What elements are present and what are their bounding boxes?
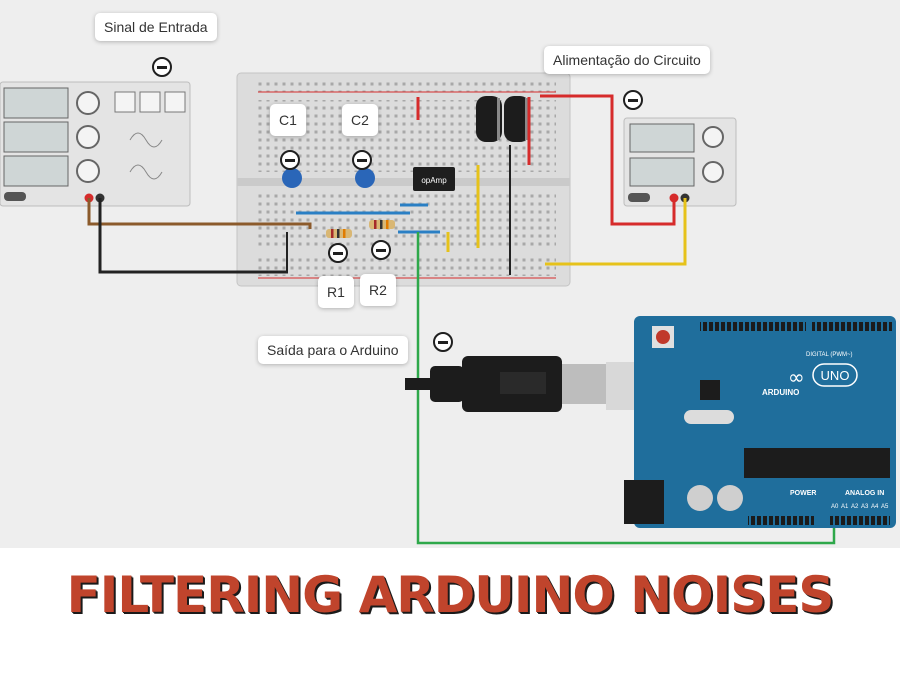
- electrolytic-capacitors[interactable]: [476, 96, 530, 142]
- signal-wire[interactable]: [87, 198, 312, 229]
- digital-header-label: DIGITAL (PWM~): [806, 352, 853, 358]
- circuit-diagram: opAmp: [0, 72, 896, 545]
- callout-input-signal: Sinal de Entrada: [95, 13, 217, 41]
- resistor-r2[interactable]: [369, 220, 395, 229]
- analog-pin-a0: A0: [831, 504, 839, 510]
- analog-pin-a3: A3: [861, 504, 869, 510]
- c1-probe-icon[interactable]: [280, 150, 300, 170]
- arduino-model: UNO: [821, 368, 850, 383]
- arduino-board[interactable]: ∞ DIGITAL (PWM~) ARDUINO UNO POWER ANALO…: [624, 316, 896, 528]
- svg-text:∞: ∞: [788, 365, 805, 389]
- power-header-label: POWER: [790, 490, 816, 497]
- resistor-r1[interactable]: [326, 229, 352, 238]
- breadboard-jumpers: [286, 97, 531, 275]
- r2-probe-icon[interactable]: [371, 240, 391, 260]
- c2-probe-icon[interactable]: [352, 150, 372, 170]
- callout-c2: C2: [342, 104, 378, 136]
- callout-c1: C1: [270, 104, 306, 136]
- input-signal-probe-icon[interactable]: [152, 57, 172, 77]
- capacitor-c2[interactable]: [355, 168, 375, 188]
- callout-power-supply: Alimentação do Circuito: [544, 46, 710, 74]
- headline-title: FILTERING ARDUINO NOISES: [66, 566, 835, 624]
- capacitor-c1[interactable]: [282, 168, 302, 188]
- circuit-canvas: opAmp: [0, 0, 900, 548]
- r1-probe-icon[interactable]: [328, 243, 348, 263]
- power-supply-probe-icon[interactable]: [623, 90, 643, 110]
- callout-output-arduino: Saída para o Arduino: [258, 336, 408, 364]
- supply-negative-wire[interactable]: [545, 198, 687, 266]
- opamp-chip[interactable]: opAmp: [413, 167, 455, 191]
- function-generator[interactable]: [0, 81, 191, 207]
- arduino-brand: ARDUINO: [762, 388, 799, 397]
- opamp-label: opAmp: [421, 176, 447, 185]
- callout-r1: R1: [318, 276, 354, 308]
- ground-wire[interactable]: [98, 198, 288, 274]
- output-probe-icon[interactable]: [433, 332, 453, 352]
- power-supply[interactable]: [623, 117, 737, 207]
- analog-pin-a1: A1: [841, 504, 849, 510]
- analog-pin-a4: A4: [871, 504, 879, 510]
- analog-pin-a5: A5: [881, 504, 889, 510]
- analog-header-label: ANALOG IN: [845, 490, 884, 497]
- analog-pin-a2: A2: [851, 504, 859, 510]
- supply-positive-wire[interactable]: [540, 94, 676, 226]
- callout-r2: R2: [360, 274, 396, 306]
